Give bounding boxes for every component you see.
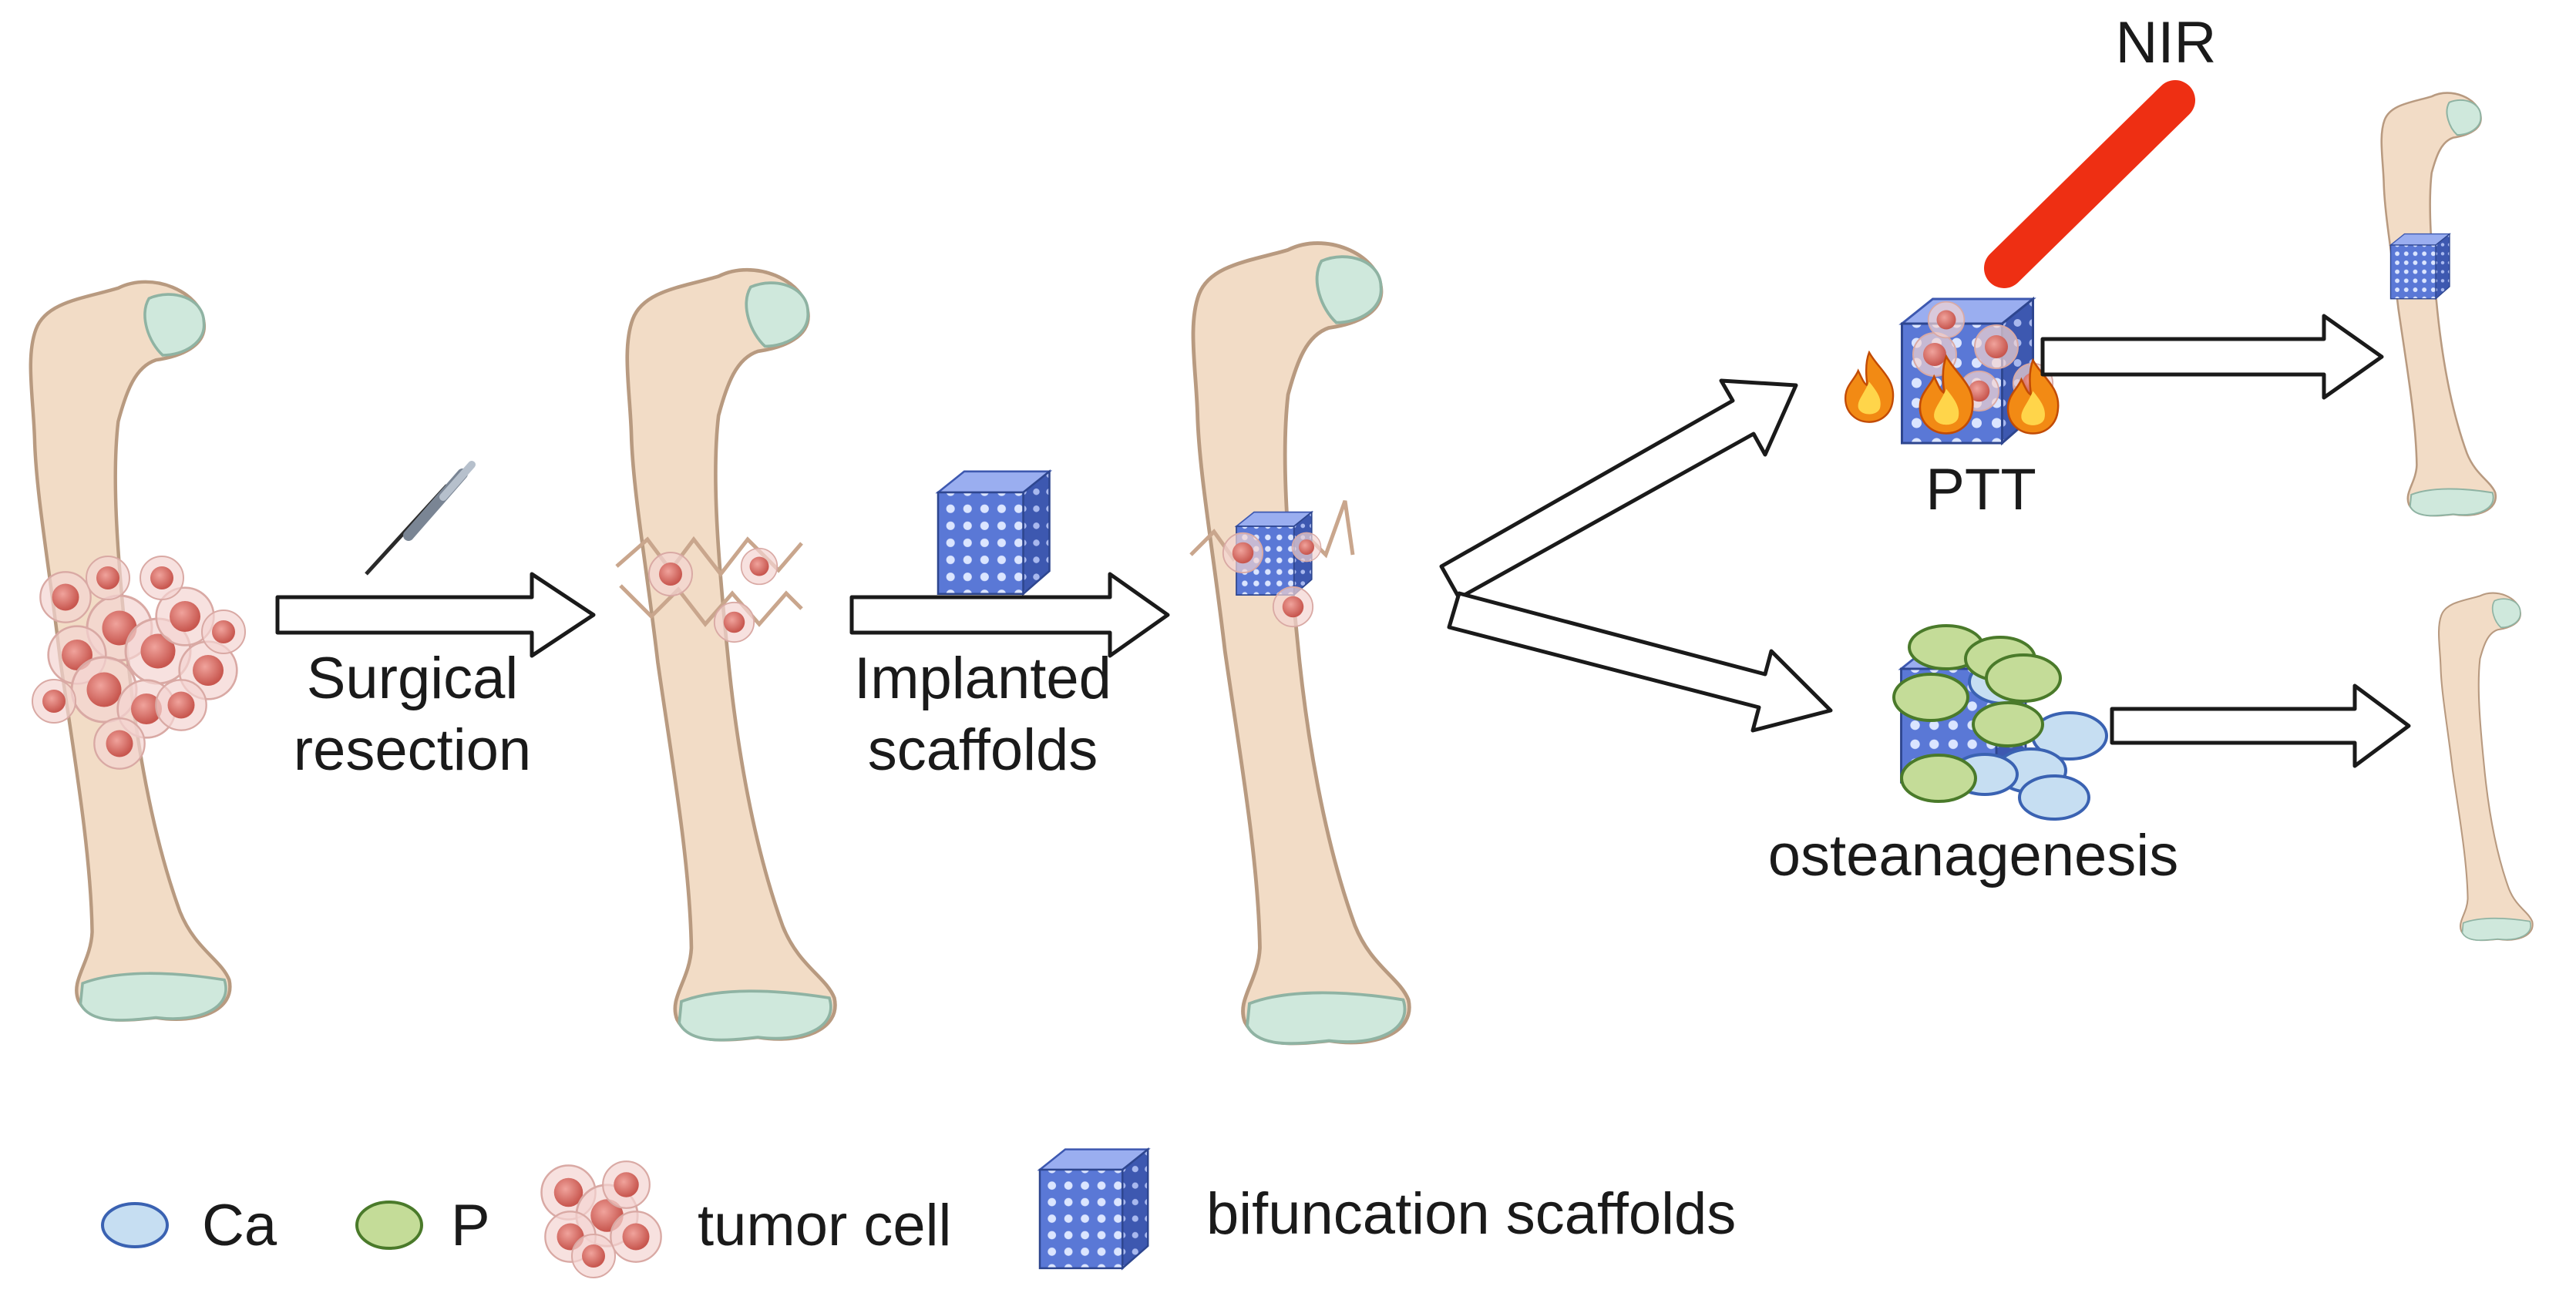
label-osteanagenesis: osteanagenesis <box>1767 823 2179 888</box>
legend-p-label: P <box>451 1193 490 1258</box>
arrow-resection <box>275 572 596 658</box>
bone-healed-osteo <box>2437 592 2534 942</box>
nir-laser-beam <box>1984 80 2195 288</box>
arrow-ptt-result <box>2040 314 2384 400</box>
legend-tumor-label: tumor cell <box>698 1193 952 1258</box>
legend-p-swatch <box>355 1201 423 1250</box>
legend-ca-label: Ca <box>202 1193 277 1258</box>
legend-scaffold-label: bifuncation scaffolds <box>1206 1181 1737 1247</box>
legend <box>101 1148 1149 1278</box>
label-implanted-scaffolds: Implanted scaffolds <box>854 646 1111 783</box>
bone-resected <box>615 270 835 1039</box>
scaffold-cube-implant <box>937 470 1051 596</box>
label-ptt: PTT <box>1925 457 2036 522</box>
bone-healed-ptt <box>2380 92 2497 517</box>
arrow-implant <box>849 572 1170 658</box>
arrow-to-ptt <box>1439 378 1798 600</box>
label-nir: NIR <box>2115 10 2217 76</box>
tumor-cluster <box>32 556 246 770</box>
arrow-to-osteo <box>1447 591 1833 733</box>
scalpel-icon <box>365 461 476 576</box>
legend-tumor-swatch <box>540 1160 662 1278</box>
label-surgical-resection: Surgical resection <box>293 646 532 783</box>
arrow-osteo-result <box>2110 683 2411 768</box>
osteo-scaffold <box>1892 624 2108 821</box>
bone-with-scaffold <box>1189 243 1409 1044</box>
legend-scaffold-swatch <box>1038 1148 1149 1270</box>
legend-ca-swatch <box>101 1202 169 1248</box>
